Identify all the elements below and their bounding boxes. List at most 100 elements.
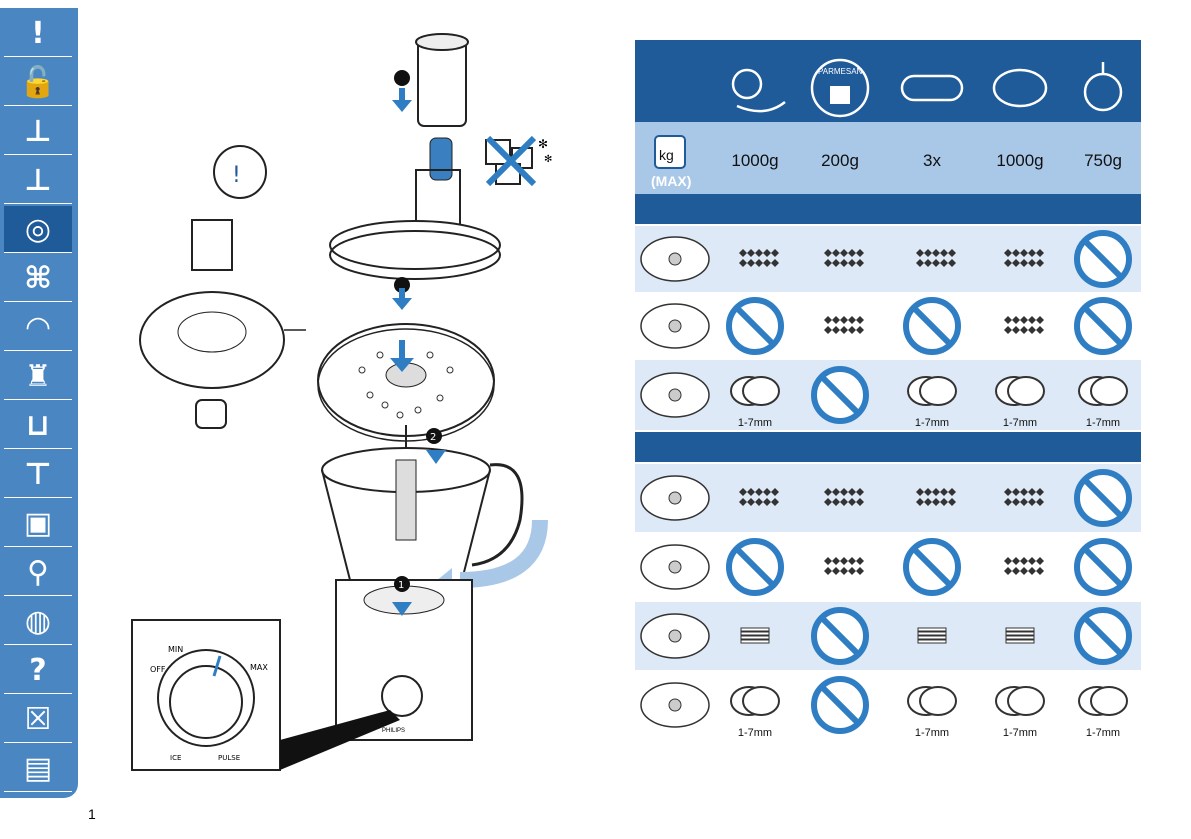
sliced-food-icon	[995, 686, 1045, 716]
question-icon[interactable]: ?	[4, 647, 72, 694]
step-dot	[394, 70, 410, 86]
warning-exclamation-glyph-icon: !	[31, 15, 45, 51]
max-label: (MAX)	[651, 173, 691, 189]
sliced-food-icon	[907, 686, 957, 716]
shredded-food-icon	[916, 488, 956, 506]
blade-unit-glyph-icon: ⊥	[24, 113, 52, 149]
max-amount: 200g	[821, 151, 859, 170]
svg-text:!: !	[232, 163, 241, 188]
grating-disc-illustration	[317, 323, 495, 442]
apple-carrot-icon	[731, 68, 786, 113]
warning-exclamation-icon[interactable]: !	[4, 10, 72, 57]
booklet-icon[interactable]: ▤	[4, 745, 72, 792]
shredded-food-icon	[824, 249, 864, 267]
dial-pulse-label: PULSE	[218, 754, 240, 762]
prohibited-icon	[726, 538, 784, 596]
crossed-bin-glyph-icon: ☒	[24, 701, 52, 737]
prohibited-icon	[1074, 469, 1132, 527]
pusher-illustration	[415, 33, 469, 127]
sliced-food-icon	[730, 686, 780, 716]
citrus-press-icon[interactable]: ◠	[4, 304, 72, 351]
jug-icon[interactable]: ⊔	[4, 402, 72, 449]
disc-assembly-detail: !	[139, 145, 306, 429]
no-ice-icon: ✻ ✻	[485, 135, 552, 187]
blender-blade-icon[interactable]: ⊥	[4, 157, 72, 204]
weight-icon: kg	[654, 135, 686, 169]
unlock-padlock-glyph-icon: 🔓	[19, 64, 57, 100]
prohibited-icon	[903, 538, 961, 596]
dial-max-label: MAX	[250, 663, 268, 672]
assembly-illustration: ✻ ✻ 2 PHILIPS	[131, 33, 552, 771]
mini-chopper-icon[interactable]: ♜	[4, 353, 72, 400]
question-glyph-icon: ?	[29, 652, 47, 688]
parmesan-cheese-icon: PARMESAN	[810, 58, 870, 118]
svg-text:✻: ✻	[538, 137, 548, 151]
sliced-food-icon	[1078, 376, 1128, 406]
french-fries-disc-icon	[640, 613, 710, 659]
sliced-food-icon	[1078, 686, 1128, 716]
sidebar: ! 🔓 ⊥ ⊥ ◎ ⌘◠♜⊔⊤▣ ⚲ ◍? ☒ ▤	[0, 8, 78, 798]
fries-icon	[917, 627, 947, 644]
dial-min-label: MIN	[168, 645, 183, 654]
prohibited-icon	[726, 297, 784, 355]
magnifier-glyph-icon: ⚲	[27, 554, 49, 590]
prohibited-icon	[811, 607, 869, 665]
cucumber-icon	[900, 74, 964, 102]
blade-unit-icon[interactable]: ⊥	[4, 108, 72, 155]
shredded-food-icon	[739, 249, 779, 267]
disc-glyph-icon: ◎	[24, 211, 52, 247]
max-amount: 1000g	[996, 151, 1043, 170]
prohibited-icon	[1074, 230, 1132, 288]
sliced-food-icon	[907, 376, 957, 406]
grating-disc-double-sided-coarse-icon	[640, 236, 710, 282]
fries-icon	[1005, 627, 1035, 644]
blender-blade-glyph-icon: ⊥	[24, 162, 52, 198]
sliced-food-icon	[730, 376, 780, 406]
shredded-food-icon	[1004, 488, 1044, 506]
bowl-illustration	[321, 425, 524, 581]
shredded-food-icon	[1004, 557, 1044, 575]
dial-off-label: OFF	[150, 665, 166, 674]
globe-guarantee-glyph-icon: ◍	[24, 603, 52, 639]
storage-box-icon[interactable]: ▣	[4, 500, 72, 547]
svg-text:✻: ✻	[544, 154, 552, 165]
disc-usage-table: PARMESAN kg (MAX) 1000g 200g 3x 1000g 750g 1…	[635, 40, 1141, 740]
weight-icon-label: kg	[659, 147, 674, 163]
shredded-food-icon	[916, 249, 956, 267]
max-amount: 3x	[923, 151, 941, 170]
grating-disc-reversible-icon	[640, 475, 710, 521]
thickness-label: 1-7mm	[738, 727, 772, 739]
prohibited-icon	[1074, 607, 1132, 665]
fine-grating-disc-icon	[640, 544, 710, 590]
adjustable-slicing-disc-icon	[640, 372, 710, 418]
crossed-bin-icon[interactable]: ☒	[4, 696, 72, 743]
shredded-food-icon	[824, 488, 864, 506]
thickness-label: 1-7mm	[1086, 727, 1120, 739]
thickness-label: 1-7mm	[738, 417, 772, 429]
prohibited-icon	[811, 366, 869, 424]
prohibited-icon	[903, 297, 961, 355]
onion-icon	[1083, 62, 1123, 112]
step-number-1: 1	[398, 580, 404, 591]
unlock-padlock-icon[interactable]: 🔓	[4, 59, 72, 106]
shredded-food-icon	[739, 488, 779, 506]
thickness-label: 1-7mm	[915, 727, 949, 739]
prohibited-icon	[1074, 297, 1132, 355]
globe-guarantee-icon[interactable]: ◍	[4, 598, 72, 645]
speed-dial-callout: OFF MIN MAX ICE PULSE	[131, 619, 400, 771]
max-amount: 1000g	[731, 151, 778, 170]
tap-cleaning-icon[interactable]: ⊤	[4, 451, 72, 498]
shredded-food-icon	[1004, 316, 1044, 334]
parmesan-label: PARMESAN	[818, 67, 863, 76]
kneading-accessory-icon[interactable]: ⌘	[4, 255, 72, 302]
thickness-label: 1-7mm	[1003, 417, 1037, 429]
disc-icon[interactable]: ◎	[4, 206, 72, 253]
fries-icon	[740, 627, 770, 644]
magnifier-icon[interactable]: ⚲	[4, 549, 72, 596]
max-amount: 750g	[1084, 151, 1122, 170]
shredded-food-icon	[824, 316, 864, 334]
prohibited-icon	[811, 676, 869, 734]
thickness-label: 1-7mm	[1003, 727, 1037, 739]
prohibited-icon	[1074, 538, 1132, 596]
potato-icon	[992, 68, 1048, 108]
